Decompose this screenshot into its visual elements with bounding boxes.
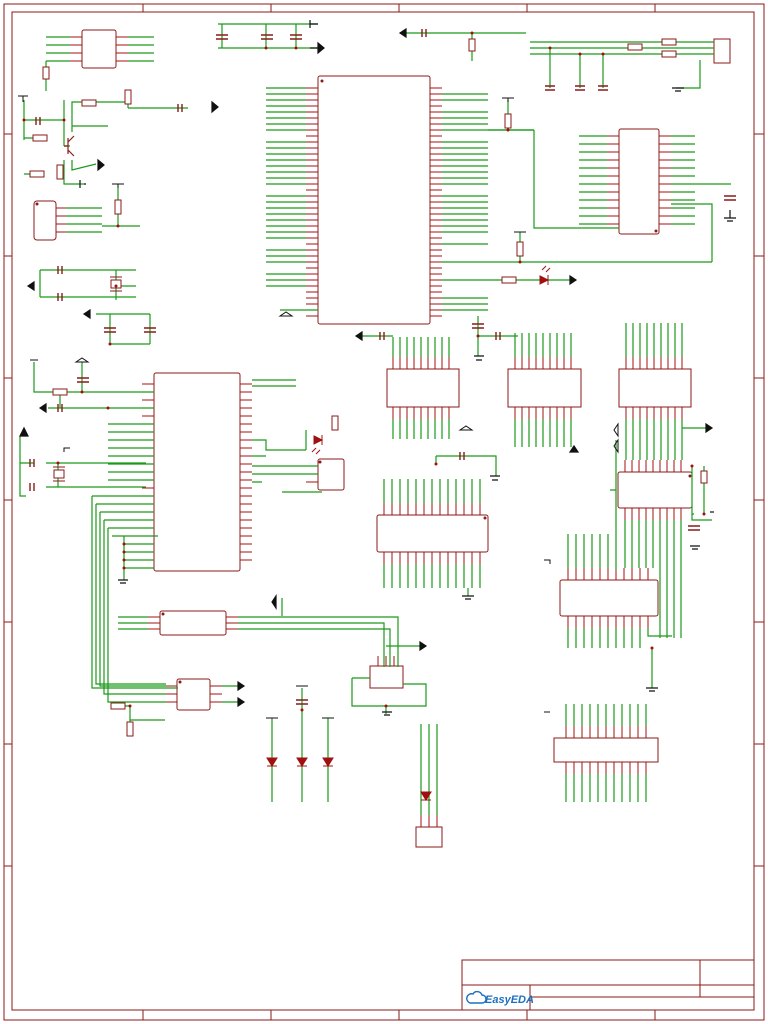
right-ic-lower-wires[interactable] (567, 440, 672, 688)
top-small-rail[interactable] (400, 32, 526, 61)
mcu2-cap-wires[interactable] (33, 313, 154, 409)
mcu-to-ic-wire[interactable] (488, 129, 713, 262)
top-right-ic[interactable] (618, 128, 660, 235)
component-bodies[interactable] (33, 29, 731, 848)
mcu2-left-long[interactable] (92, 495, 158, 580)
junctions (22, 31, 706, 712)
mcu-right-bus[interactable] (442, 93, 712, 311)
regulator-box[interactable] (369, 665, 404, 689)
bottom-connector-wires[interactable] (565, 704, 647, 802)
regulator-wires[interactable] (351, 645, 427, 714)
sheet-frame (3, 3, 765, 1021)
lower-left-ic[interactable] (176, 678, 211, 711)
right-ic-upper[interactable] (617, 471, 693, 509)
buffer-ic-2[interactable] (507, 368, 582, 408)
header-top-left[interactable] (81, 29, 117, 69)
ic-right-side-bus[interactable] (579, 135, 731, 225)
wires[interactable] (19, 23, 731, 815)
terminal-wires[interactable] (420, 724, 438, 815)
ground-symbols (19, 20, 736, 716)
wide-ic-middle[interactable] (376, 514, 489, 553)
crystal-mid-wires[interactable] (19, 436, 146, 497)
right-ic-upper-wires[interactable] (624, 466, 712, 638)
small-connector-wires[interactable] (66, 188, 140, 233)
small-connector-left[interactable] (33, 200, 57, 241)
main-mcu-chip[interactable] (317, 75, 431, 325)
resistors[interactable] (29, 38, 708, 737)
mcu2-right-bus[interactable] (252, 379, 322, 493)
middle-left-ic[interactable] (159, 610, 227, 636)
buffer3-wires[interactable] (625, 323, 710, 460)
diodes[interactable] (266, 265, 551, 801)
power-symbols (18, 95, 619, 719)
usb-wires[interactable] (530, 41, 714, 89)
middle-ic-wires[interactable] (118, 598, 399, 667)
title-block (461, 959, 755, 1011)
easyeda-logo: EasyEDA (466, 990, 534, 1006)
led-wire-top[interactable] (502, 100, 576, 281)
buffer-ic-3[interactable] (618, 368, 692, 408)
transistor[interactable] (64, 135, 75, 157)
mcu-left-bus[interactable] (266, 87, 306, 287)
brand-logo-text: EasyEDA (485, 994, 534, 1006)
frame-ticks (4, 4, 764, 1020)
lower-ic-wires[interactable] (112, 685, 244, 732)
top-cap-rail[interactable] (218, 23, 318, 49)
wide-ic-wires[interactable] (383, 479, 481, 596)
diode-wires[interactable] (271, 688, 329, 802)
led-icon[interactable] (539, 275, 550, 285)
usb-connector[interactable] (713, 38, 731, 64)
capacitors[interactable] (29, 29, 736, 705)
pin-stubs (56, 36, 683, 827)
crystal-left-wires[interactable] (39, 269, 136, 300)
buffer-ic-1[interactable] (386, 368, 460, 408)
mcu2-left-bus[interactable] (108, 423, 154, 481)
chip-pin1-dots (35, 79, 692, 684)
right-ic-lower[interactable] (559, 579, 659, 617)
transistor-wires[interactable] (23, 90, 188, 185)
crystals[interactable] (53, 276, 122, 482)
small-module-mid[interactable] (317, 458, 345, 491)
left-bus-down[interactable] (91, 496, 178, 703)
cloud-icon (466, 990, 487, 1004)
wide-ic-cap[interactable] (435, 455, 497, 476)
bottom-right-connector[interactable] (553, 737, 659, 763)
secondary-mcu-chip[interactable] (153, 372, 241, 572)
terminal-block-bottom[interactable] (415, 826, 443, 848)
buffer2-wires[interactable] (514, 333, 572, 447)
buffer1-wires[interactable] (360, 335, 450, 439)
